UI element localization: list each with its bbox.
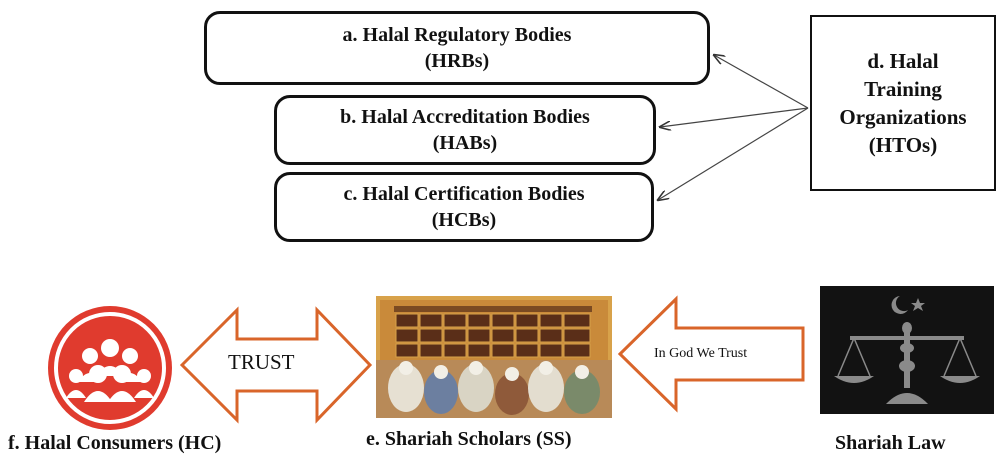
box-halal-training-organizations: d. Halal Training Organizations (HTOs)	[810, 15, 996, 191]
box-d-line3: Organizations	[839, 105, 967, 129]
box-d-line1: d. Halal	[867, 49, 939, 73]
trust-arrow-label: TRUST	[228, 350, 295, 374]
box-a-title: a. Halal Regulatory Bodies	[342, 24, 572, 46]
trust-double-arrow	[179, 306, 373, 424]
box-b-title: b. Halal Accreditation Bodies	[340, 106, 590, 128]
box-halal-regulatory-bodies: a. Halal Regulatory Bodies (HRBs)	[204, 11, 710, 85]
shariah-scholars-label: e. Shariah Scholars (SS)	[366, 428, 572, 450]
in-god-we-trust-arrow	[617, 295, 805, 413]
in-god-we-trust-label: In God We Trust	[654, 346, 748, 361]
box-a-abbrev: (HRBs)	[424, 50, 490, 72]
scholars-painting	[376, 296, 612, 418]
box-d-line4: (HTOs)	[868, 133, 938, 157]
connector-d-to-b	[660, 107, 809, 127]
box-halal-accreditation-bodies: b. Halal Accreditation Bodies (HABs)	[274, 95, 656, 165]
connector-d-to-c	[658, 107, 809, 200]
halal-consumers-label: f. Halal Consumers (HC)	[8, 432, 222, 454]
shariah-law-label: Shariah Law	[835, 432, 946, 454]
box-halal-certification-bodies: c. Halal Certification Bodies (HCBs)	[274, 172, 654, 242]
box-c-abbrev: (HCBs)	[431, 209, 497, 231]
box-d-line2: Training	[864, 77, 942, 101]
box-b-abbrev: (HABs)	[432, 132, 498, 154]
people-group-icon	[48, 306, 172, 430]
connector-d-to-a	[714, 55, 809, 109]
box-c-title: c. Halal Certification Bodies	[343, 183, 585, 205]
scales-of-justice-icon	[820, 286, 994, 414]
